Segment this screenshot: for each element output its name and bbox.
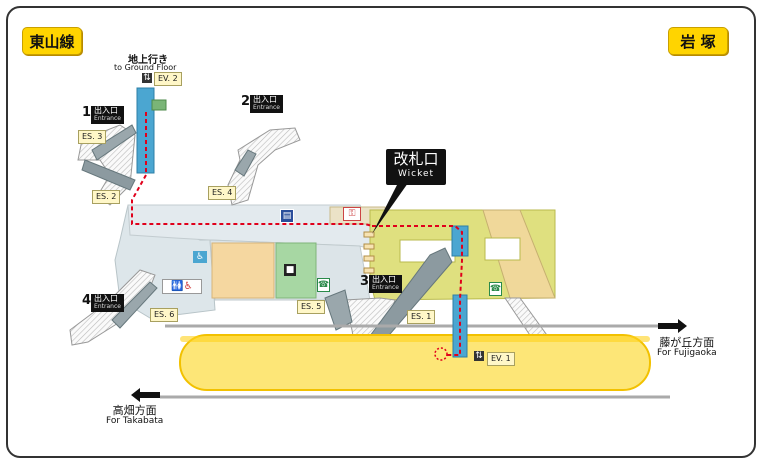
- ground-floor-label-jp: 地上行き: [128, 55, 168, 66]
- ev2-label: EV. 2: [154, 72, 182, 86]
- escalator-es3: [91, 124, 137, 161]
- paid-hole-2: [484, 237, 521, 261]
- direction-fujigaoka: 藤が丘方面 For Fujigaoka: [657, 337, 717, 359]
- toilet-icon: 🚻♿: [162, 279, 202, 294]
- accessible-route-2: [372, 225, 463, 356]
- arrow-right: [658, 319, 687, 333]
- elevator-ev2-shaft: [136, 87, 155, 174]
- accessible-route: [131, 112, 373, 227]
- route-end-marker: [434, 347, 448, 361]
- direction-takabata-jp: 高畑方面: [112, 404, 157, 417]
- office-area: [275, 242, 317, 299]
- elevator-icon: ⇅: [142, 73, 152, 83]
- stairs-entrance-2: [227, 127, 301, 206]
- wicket-pointer: [372, 183, 408, 234]
- phone-icon: ☎: [489, 282, 502, 296]
- escalator-es4: [234, 149, 257, 177]
- elevator-icon: ⇅: [474, 351, 484, 361]
- direction-takabata-en: For Takabata: [106, 416, 164, 426]
- arrow-left: [131, 388, 160, 402]
- entrance-number: 3: [360, 274, 370, 289]
- elevator-ev2-cab: [151, 99, 167, 111]
- platform-edge-top: [180, 336, 650, 342]
- locker-icon: ⚿: [343, 207, 361, 221]
- ground-floor-label-en: to Ground Floor: [114, 63, 177, 72]
- wicket-label-en: Wicket: [397, 169, 435, 179]
- line-badge-right: 岩 塚: [668, 27, 728, 55]
- platform: [179, 334, 651, 391]
- es3-label: ES. 3: [78, 130, 107, 144]
- direction-takabata: 高畑方面 For Takabata: [106, 405, 163, 427]
- es2-label: ES. 2: [92, 190, 121, 204]
- es6-label: ES. 6: [150, 308, 179, 322]
- phone-icon: ☎: [317, 278, 330, 292]
- ev1-label: EV. 1: [487, 352, 515, 366]
- line-badge-left: 東山線: [22, 27, 82, 55]
- station-office-icon: ■: [284, 264, 296, 276]
- wicket-gates: [363, 231, 375, 274]
- entrance-number: 1: [82, 105, 92, 120]
- wicket-label-jp: 改札口: [393, 150, 439, 168]
- es5-label: ES. 5: [297, 300, 326, 314]
- direction-fujigaoka-en: For Fujigaoka: [657, 348, 717, 358]
- entrance-number: 4: [82, 293, 92, 308]
- wicket-callout: 改札口 Wicket: [386, 149, 446, 185]
- escalator-es2: [81, 159, 136, 191]
- elevator-ev1-top: [451, 225, 469, 257]
- wheelchair-icon: ♿: [193, 251, 207, 263]
- direction-fujigaoka-jp: 藤が丘方面: [659, 336, 715, 349]
- es4-label: ES. 4: [208, 186, 237, 200]
- escalator-es5: [324, 289, 353, 331]
- entrance-number: 2: [241, 94, 251, 109]
- ticket-machine-icon: ▤: [280, 209, 294, 223]
- escalator-es6: [111, 281, 158, 329]
- es1-label: ES. 1: [407, 310, 436, 324]
- shop-area: [211, 242, 275, 299]
